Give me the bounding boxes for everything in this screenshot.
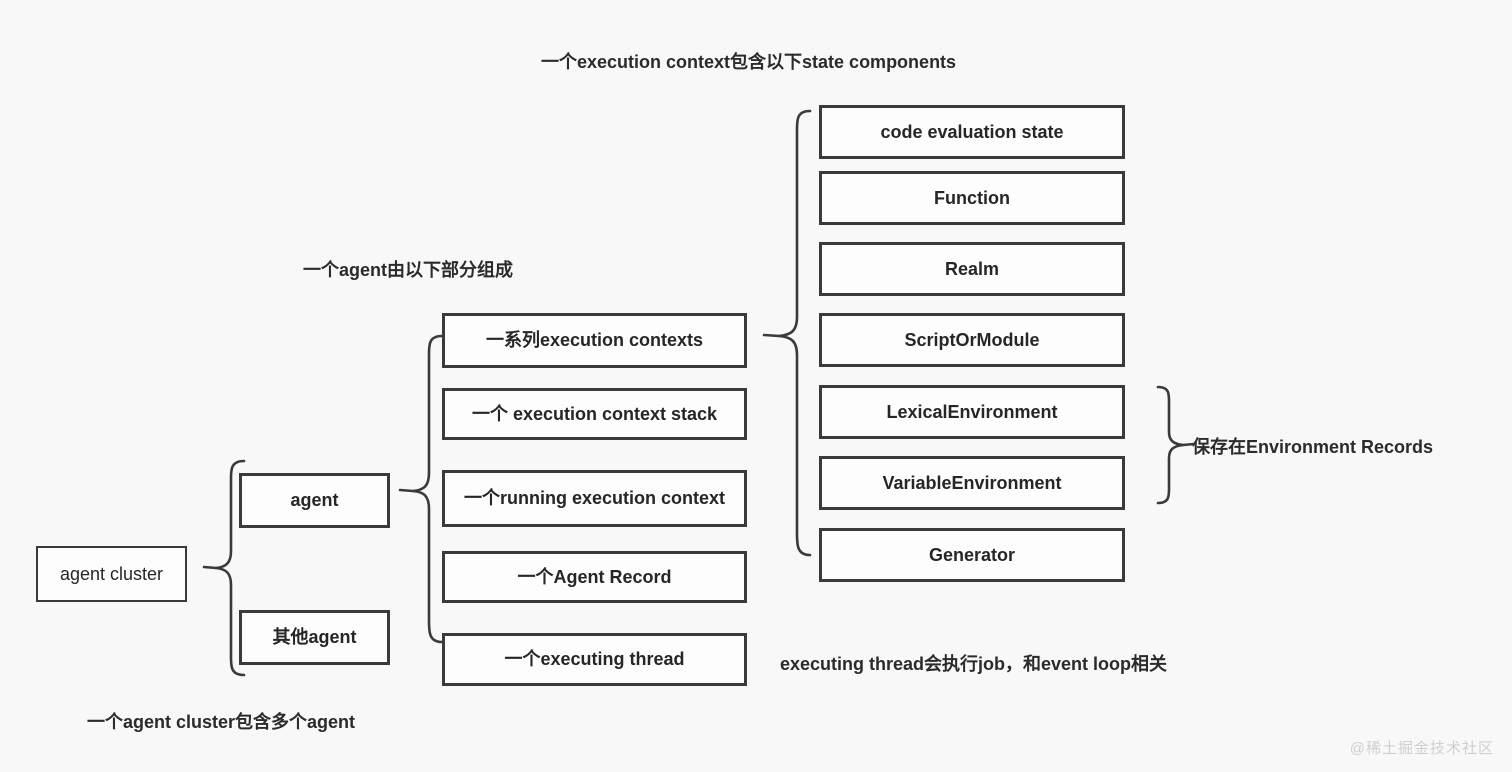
node-agent-record[interactable]: 一个Agent Record <box>442 551 747 603</box>
node-function[interactable]: Function <box>819 171 1125 225</box>
node-realm[interactable]: Realm <box>819 242 1125 296</box>
caption-executing-thread: executing thread会执行job，和event loop相关 <box>780 654 1168 674</box>
brace-context-to-state-components <box>762 109 812 557</box>
node-generator[interactable]: Generator <box>819 528 1125 582</box>
node-agent-cluster[interactable]: agent cluster <box>36 546 187 602</box>
caption-agent-composition: 一个agent由以下部分组成 <box>303 260 514 280</box>
node-other-agent[interactable]: 其他agent <box>239 610 390 665</box>
node-agent[interactable]: agent <box>239 473 390 528</box>
node-executing-thread[interactable]: 一个executing thread <box>442 633 747 686</box>
caption-environment-records: 保存在Environment Records <box>1192 437 1434 457</box>
node-script-or-module[interactable]: ScriptOrModule <box>819 313 1125 367</box>
caption-execution-context-title: 一个execution context包含以下state components <box>541 52 957 72</box>
node-execution-contexts[interactable]: 一系列execution contexts <box>442 313 747 368</box>
brace-environment-records <box>1156 385 1196 505</box>
brace-cluster-to-agents <box>202 459 246 677</box>
caption-agent-cluster: 一个agent cluster包含多个agent <box>87 712 356 732</box>
node-running-execution-context[interactable]: 一个running execution context <box>442 470 747 527</box>
node-variable-environment[interactable]: VariableEnvironment <box>819 456 1125 510</box>
node-execution-context-stack[interactable]: 一个 execution context stack <box>442 388 747 440</box>
brace-agent-to-parts <box>398 334 444 644</box>
watermark: @稀土掘金技术社区 <box>1349 740 1494 757</box>
node-lexical-environment[interactable]: LexicalEnvironment <box>819 385 1125 439</box>
node-code-evaluation-state[interactable]: code evaluation state <box>819 105 1125 159</box>
